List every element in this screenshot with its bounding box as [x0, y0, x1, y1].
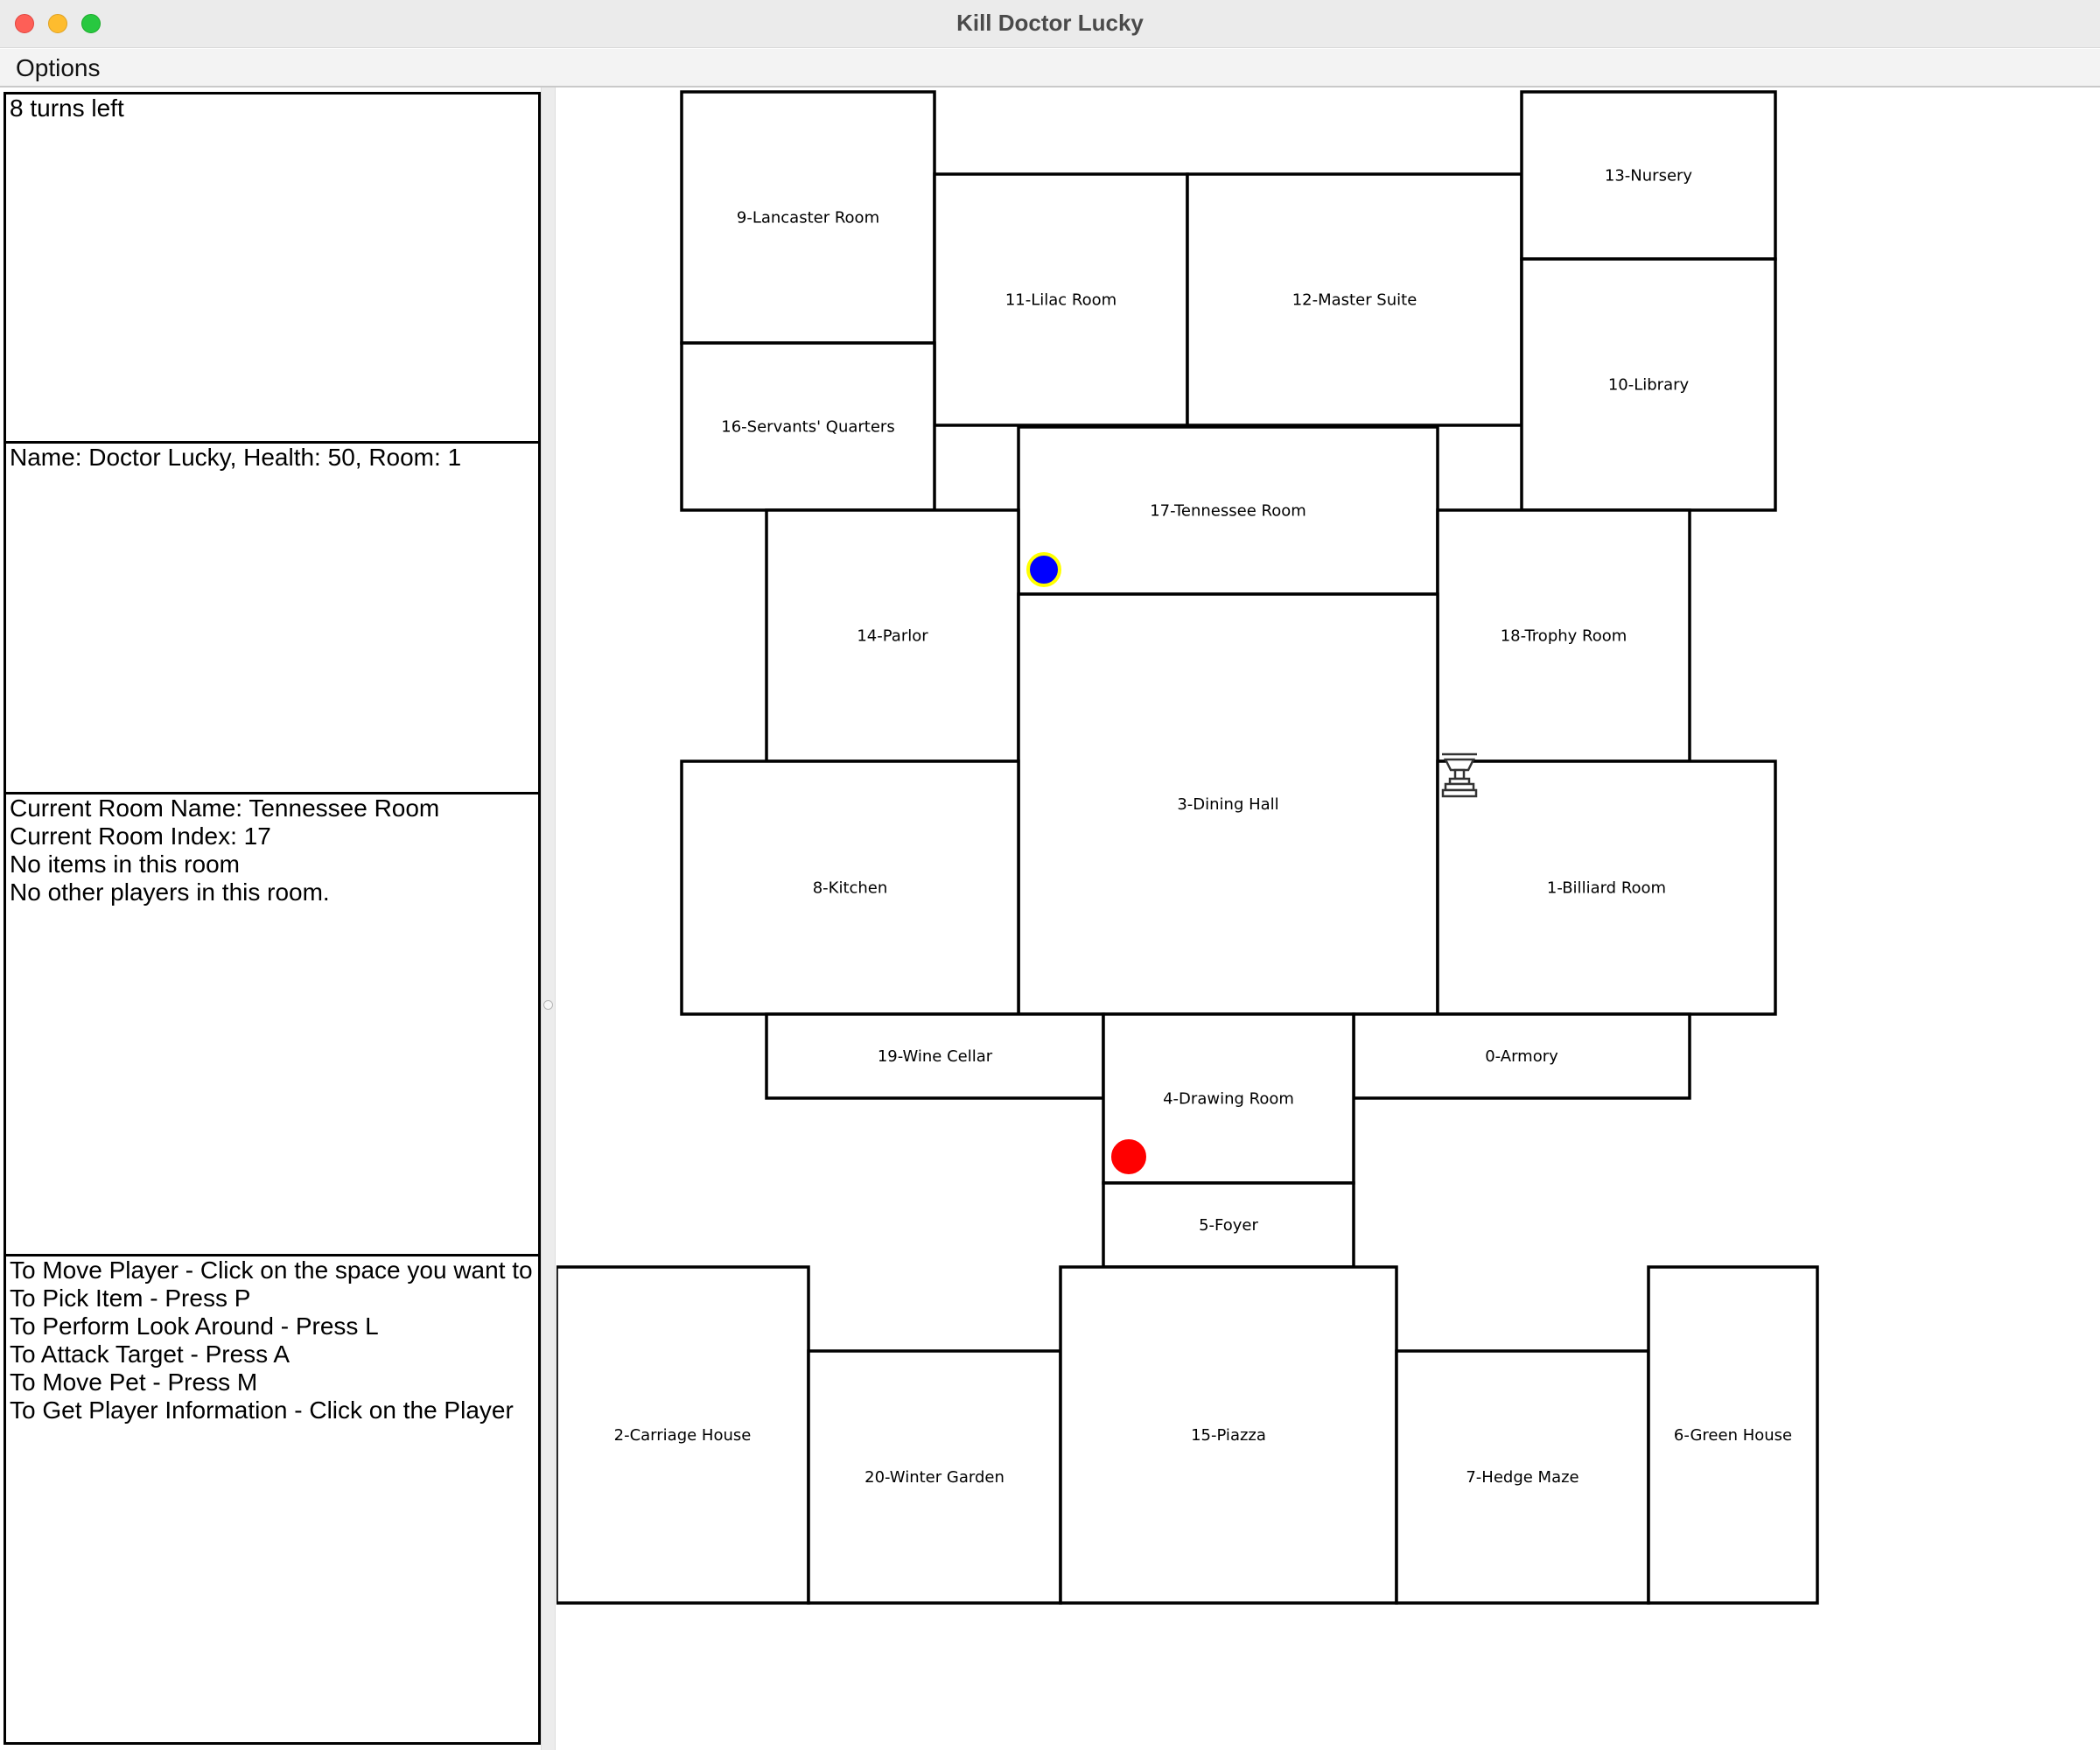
room-7[interactable]: 7-Hedge Maze: [1395, 1349, 1650, 1605]
target-info-text: Name: Doctor Lucky, Health: 50, Room: 1: [10, 444, 462, 471]
close-window-icon[interactable]: [15, 14, 34, 33]
room-outline[interactable]: [933, 172, 1189, 427]
instructions-panel: To Move Player - Click on the space you …: [4, 1254, 541, 1745]
room-label: 14-Parlor: [857, 627, 928, 646]
room-12[interactable]: 12-Master Suite: [1186, 172, 1523, 427]
room-label: 18-Trophy Room: [1501, 627, 1628, 646]
room-outline[interactable]: [1395, 1349, 1650, 1605]
current-room-panel: Current Room Name: Tennessee Room Curren…: [4, 792, 541, 1256]
help-attack-target: To Attack Target - Press A: [10, 1340, 290, 1368]
current-room-index: Current Room Index: 17: [10, 822, 271, 850]
room-label: 7-Hedge Maze: [1466, 1468, 1578, 1487]
target-info-panel: Name: Doctor Lucky, Health: 50, Room: 1: [4, 441, 541, 794]
room-players-text: No other players in this room.: [10, 878, 330, 906]
room-label: 4-Drawing Room: [1163, 1090, 1294, 1109]
room-outline[interactable]: [1059, 1265, 1398, 1605]
turns-panel: 8 turns left: [4, 92, 541, 444]
room-outline[interactable]: [1436, 760, 1777, 1016]
room-label: 8-Kitchen: [813, 879, 888, 898]
divider-grip-icon[interactable]: [543, 1000, 553, 1010]
help-look-around: To Perform Look Around - Press L: [10, 1312, 379, 1340]
window-title: Kill Doctor Lucky: [956, 10, 1144, 36]
room-outline[interactable]: [1352, 1012, 1691, 1100]
room-label: 3-Dining Hall: [1177, 795, 1278, 814]
room-label: 11-Lilac Room: [1005, 291, 1116, 310]
menu-options[interactable]: Options: [16, 54, 101, 81]
room-6[interactable]: 6-Green House: [1647, 1265, 1819, 1605]
room-9[interactable]: 9-Lancaster Room: [680, 90, 936, 345]
room-8[interactable]: 8-Kitchen: [680, 760, 1020, 1016]
title-bar: Kill Doctor Lucky: [0, 0, 2100, 48]
current-room-name: Current Room Name: Tennessee Room: [10, 794, 440, 822]
room-13[interactable]: 13-Nursery: [1520, 90, 1777, 261]
room-label: 13-Nursery: [1605, 167, 1693, 186]
room-label: 17-Tennessee Room: [1150, 502, 1306, 521]
room-outline[interactable]: [1186, 172, 1523, 427]
turns-left-text: 8 turns left: [10, 94, 124, 122]
room-label: 1-Billiard Room: [1547, 879, 1666, 898]
room-outline[interactable]: [680, 341, 936, 512]
room-18[interactable]: 18-Trophy Room: [1436, 508, 1691, 763]
room-label: 20-Winter Garden: [864, 1468, 1004, 1487]
room-outline[interactable]: [765, 1012, 1105, 1100]
help-player-info: To Get Player Information - Click on the…: [10, 1396, 514, 1424]
room-label: 6-Green House: [1674, 1426, 1792, 1445]
help-move-pet: To Move Pet - Press M: [10, 1368, 258, 1396]
room-10[interactable]: 10-Library: [1520, 257, 1777, 512]
room-outline[interactable]: [1102, 1181, 1355, 1269]
room-items-text: No items in this room: [10, 850, 240, 878]
player-blue-token[interactable]: [1026, 552, 1061, 587]
room-label: 19-Wine Cellar: [878, 1047, 993, 1066]
room-3[interactable]: 3-Dining Hall: [1017, 592, 1439, 1016]
room-outline[interactable]: [1017, 425, 1439, 596]
room-label: 0-Armory: [1485, 1047, 1558, 1066]
room-2[interactable]: 2-Carriage House: [556, 1265, 810, 1605]
room-label: 9-Lancaster Room: [737, 209, 879, 228]
room-15[interactable]: 15-Piazza: [1059, 1265, 1398, 1605]
room-20[interactable]: 20-Winter Garden: [807, 1349, 1062, 1605]
room-label: 5-Foyer: [1199, 1216, 1258, 1235]
zoom-window-icon[interactable]: [81, 14, 101, 33]
room-outline[interactable]: [680, 760, 1020, 1016]
player-red-token[interactable]: [1111, 1139, 1146, 1174]
room-label: 12-Master Suite: [1292, 291, 1418, 310]
room-5[interactable]: 5-Foyer: [1102, 1181, 1355, 1269]
room-19[interactable]: 19-Wine Cellar: [765, 1012, 1105, 1100]
room-11[interactable]: 11-Lilac Room: [933, 172, 1189, 427]
minimize-window-icon[interactable]: [48, 14, 67, 33]
room-4[interactable]: 4-Drawing Room: [1102, 1012, 1355, 1185]
room-outline[interactable]: [765, 508, 1020, 763]
help-move-player: To Move Player - Click on the space you …: [10, 1256, 533, 1284]
help-pick-item: To Pick Item - Press P: [10, 1284, 251, 1312]
doctor-lucky-pawn-icon: [1441, 752, 1478, 798]
room-label: 16-Servants' Quarters: [721, 418, 894, 437]
room-1[interactable]: 1-Billiard Room: [1436, 760, 1777, 1016]
room-outline[interactable]: [1017, 592, 1439, 1016]
split-pane-divider[interactable]: [541, 88, 556, 1750]
room-label: 10-Library: [1608, 376, 1690, 395]
room-16[interactable]: 16-Servants' Quarters: [680, 341, 936, 512]
room-label: 2-Carriage House: [614, 1426, 752, 1445]
room-label: 15-Piazza: [1191, 1426, 1266, 1445]
mansion-map[interactable]: 9-Lancaster Room 11-Lilac Room 12-Master S…: [556, 88, 2100, 1750]
room-outline[interactable]: [556, 1265, 810, 1605]
room-14[interactable]: 14-Parlor: [765, 508, 1020, 763]
menu-bar: Options: [0, 49, 2100, 88]
room-0[interactable]: 0-Armory: [1352, 1012, 1691, 1100]
game-board[interactable]: 9-Lancaster Room 11-Lilac Room 12-Master S…: [556, 88, 2100, 1750]
room-outline[interactable]: [1647, 1265, 1819, 1605]
room-17[interactable]: 17-Tennessee Room: [1017, 425, 1439, 596]
